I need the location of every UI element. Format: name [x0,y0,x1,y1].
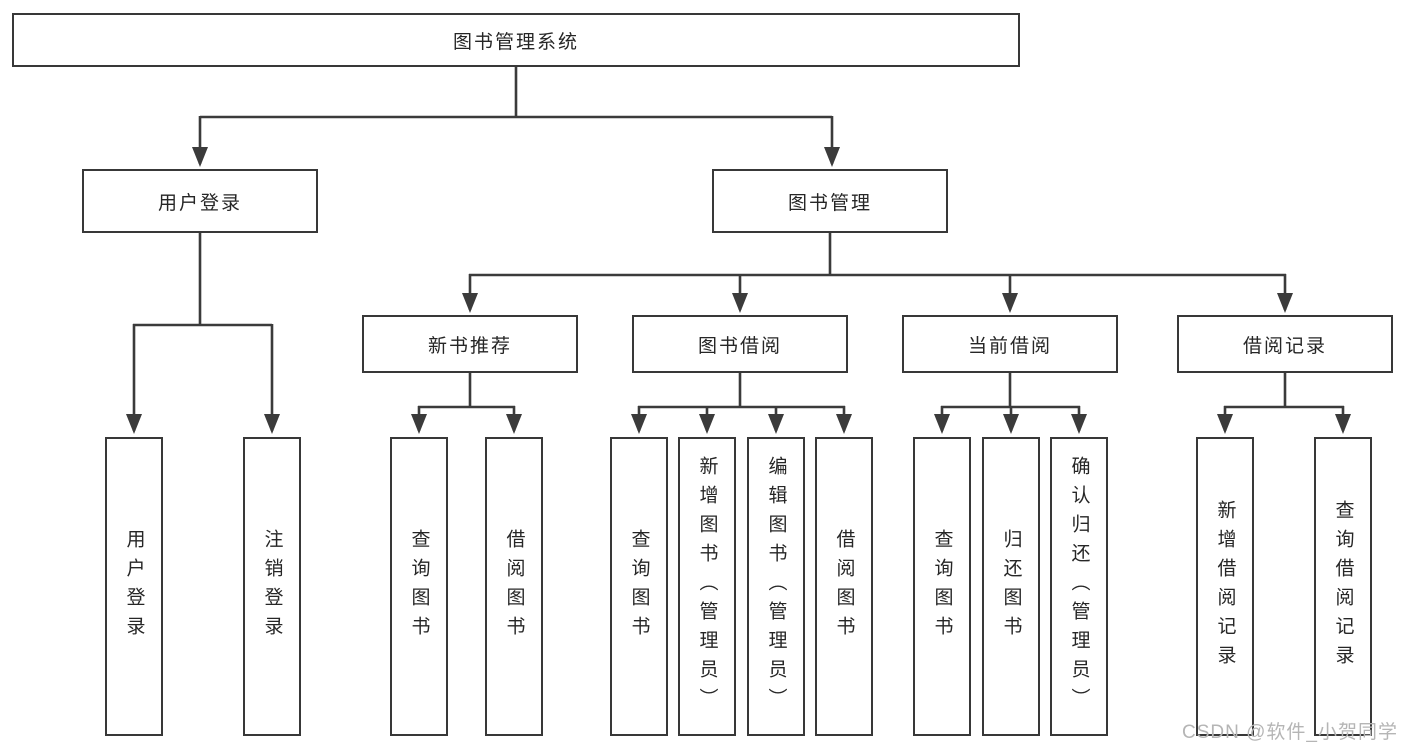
leaf-bb-query-books-label: 查询图书 [628,528,650,645]
leaf-nbr-query-books-label: 查询图书 [408,528,430,645]
leaf-cb-query-books: 查询图书 [913,437,971,736]
node-user-login: 用户登录 [82,169,318,233]
leaf-bb-add-book-admin-label: 新增图书（管理员） [696,456,718,717]
node-new-book-recommend: 新书推荐 [362,315,578,373]
node-borrow-records: 借阅记录 [1177,315,1393,373]
node-book-mgmt: 图书管理 [712,169,948,233]
node-current-borrow: 当前借阅 [902,315,1118,373]
leaf-nbr-query-books: 查询图书 [390,437,448,736]
leaf-nbr-borrow-books-label: 借阅图书 [503,528,525,645]
leaf-br-add-record: 新增借阅记录 [1196,437,1254,736]
node-book-borrow: 图书借阅 [632,315,848,373]
leaf-bb-query-books: 查询图书 [610,437,668,736]
leaf-logout: 注销登录 [243,437,301,736]
leaf-br-query-record: 查询借阅记录 [1314,437,1372,736]
leaf-user-login: 用户登录 [105,437,163,736]
node-library-system-root: 图书管理系统 [12,13,1020,67]
leaf-bb-add-book-admin: 新增图书（管理员） [678,437,736,736]
leaf-bb-edit-book-admin: 编辑图书（管理员） [747,437,805,736]
leaf-bb-borrow-books: 借阅图书 [815,437,873,736]
leaf-bb-edit-book-admin-label: 编辑图书（管理员） [765,456,787,717]
leaf-bb-borrow-books-label: 借阅图书 [833,528,855,645]
leaf-cb-return-books: 归还图书 [982,437,1040,736]
leaf-cb-confirm-return-admin-label: 确认归还（管理员） [1068,456,1090,717]
leaf-cb-confirm-return-admin: 确认归还（管理员） [1050,437,1108,736]
leaf-cb-return-books-label: 归还图书 [1000,528,1022,645]
csdn-watermark: CSDN @软件_小贺同学 [1182,722,1398,743]
leaf-cb-query-books-label: 查询图书 [931,528,953,645]
leaf-logout-label: 注销登录 [261,528,283,645]
leaf-user-login-label: 用户登录 [123,528,145,645]
leaf-br-add-record-label: 新增借阅记录 [1214,499,1236,674]
leaf-br-query-record-label: 查询借阅记录 [1332,499,1354,674]
leaf-nbr-borrow-books: 借阅图书 [485,437,543,736]
